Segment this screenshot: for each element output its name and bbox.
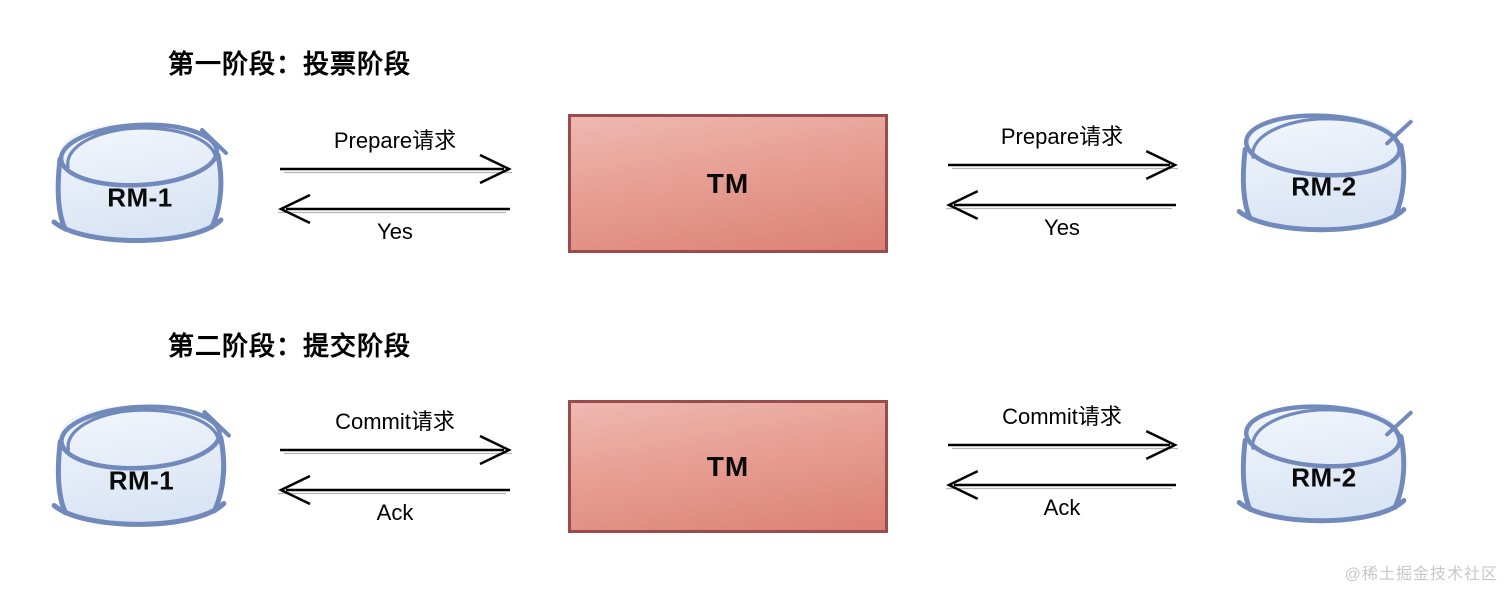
phase2-tm-label: TM: [706, 450, 750, 482]
database-cylinder-icon: [51, 404, 231, 527]
phase1-left-reply-arrow: [278, 191, 512, 225]
phase1-title: 第一阶段：投票阶段: [168, 49, 412, 79]
phase2-title: 第二阶段：提交阶段: [168, 331, 412, 361]
phase1-rm1-label: RM-1: [107, 182, 173, 213]
phase2-rm1-label: RM-1: [108, 465, 175, 496]
phase1-rm1-database-cylinder: RM-1: [44, 114, 236, 258]
phase2-left-request-label: Commit请求: [335, 409, 455, 434]
phase1-right-reply-arrow: [946, 187, 1178, 221]
phase2-rm2-label: RM-2: [1291, 462, 1357, 493]
phase1-rm2-label: RM-2: [1291, 171, 1357, 202]
database-cylinder-icon: [51, 122, 228, 243]
phase1-left-forward-arrow: [278, 151, 512, 185]
phase1-left-message-group: Prepare请求 Yes: [278, 123, 512, 251]
phase1-left-reply-label: Yes: [377, 219, 413, 244]
phase1-tm-box: TM: [568, 114, 888, 253]
phase2-left-forward-arrow: [278, 432, 512, 466]
phase2-right-message-group: Commit请求 Ack: [946, 399, 1178, 527]
database-cylinder-icon: [1236, 113, 1413, 233]
database-cylinder-icon: [1236, 404, 1413, 524]
phase2-left-reply-arrow: [278, 472, 512, 506]
phase2-right-reply-label: Ack: [1043, 495, 1081, 520]
phase1-right-forward-arrow: [946, 147, 1178, 181]
phase2-rm1-database-cylinder: RM-1: [44, 396, 239, 542]
phase2-tm-box: TM: [568, 400, 888, 533]
watermark: @稀土掘金技术社区: [1344, 566, 1498, 583]
phase2-left-message-group: Commit请求 Ack: [278, 404, 512, 532]
phase1-right-message-group: Prepare请求 Yes: [946, 119, 1178, 247]
phase2-rm2-database-cylinder: RM-2: [1228, 397, 1420, 537]
phase2-left-reply-label: Ack: [376, 500, 414, 525]
phase2-right-reply-arrow: [946, 467, 1178, 501]
phase1-right-request-label: Prepare请求: [1000, 124, 1124, 149]
phase2-right-forward-arrow: [946, 427, 1178, 461]
phase1-tm-label: TM: [706, 167, 750, 199]
phase1-right-reply-label: Yes: [1044, 215, 1080, 240]
phase1-left-request-label: Prepare请求: [333, 128, 457, 153]
phase1-rm2-database-cylinder: RM-2: [1228, 106, 1420, 246]
phase2-right-request-label: Commit请求: [1002, 404, 1122, 429]
